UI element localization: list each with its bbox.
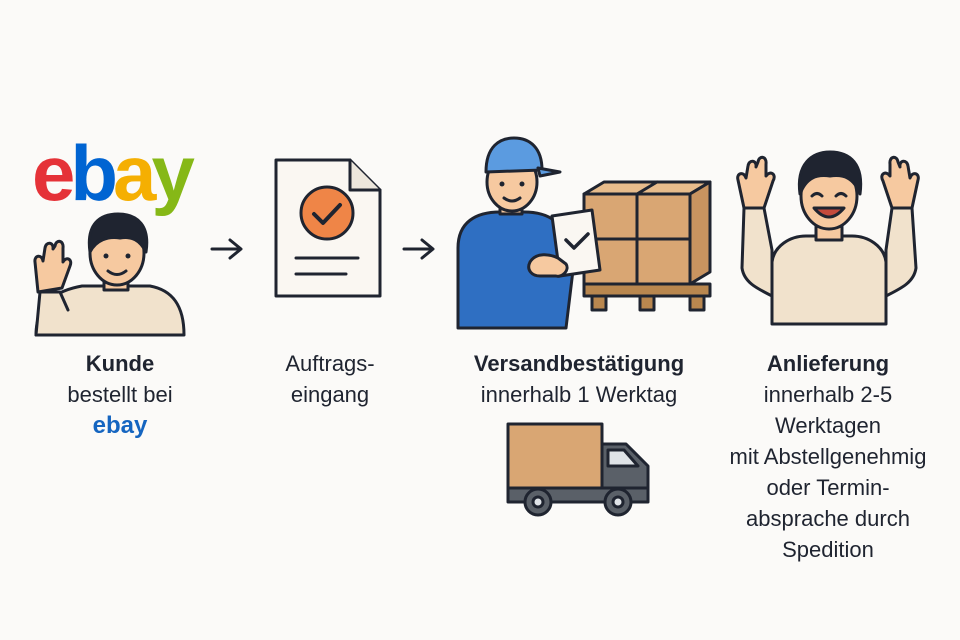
ebay-brand-text: ebay: [92, 412, 148, 439]
step-line: oder Termin-: [766, 475, 890, 500]
step-line: eingang: [290, 382, 370, 407]
arrow-right-icon: [402, 238, 435, 260]
delivery-truck-icon: [506, 422, 650, 517]
logo-letter-y: y: [151, 129, 194, 217]
step-line: innerhalb 2-5: [763, 382, 893, 407]
step-line: Spedition: [782, 537, 874, 562]
logo-letter-b: b: [70, 129, 118, 217]
step-label-anlieferung: Anlieferung innerhalb 2-5 Werktagen mit …: [706, 348, 950, 565]
step-line: Kunde: [85, 351, 155, 376]
step-line: Versandbestätigung: [473, 351, 685, 376]
happy-customer-icon: [736, 150, 920, 326]
logo-letter-e: e: [32, 129, 75, 217]
step-line: absprache durch: [746, 506, 910, 531]
step-label-kunde: Kunde bestellt bei ebay: [40, 348, 200, 441]
customer-waving-icon: [33, 212, 186, 337]
step-label-versand: Versandbestätigung innerhalb 1 Werktag: [444, 348, 714, 410]
ebay-logo: ebay: [32, 129, 195, 217]
arrow-right-icon: [210, 238, 243, 260]
step-line: Anlieferung: [766, 351, 890, 376]
logo-letter-a: a: [113, 129, 156, 217]
step-line: Auftrags-: [285, 351, 375, 376]
step-line: mit Abstellgenehmig: [729, 444, 927, 469]
step-line: Werktagen: [775, 413, 881, 438]
step-line: innerhalb 1 Werktag: [480, 382, 678, 407]
step-line: bestellt bei: [67, 382, 173, 407]
step-label-auftragseingang: Auftrags- eingang: [250, 348, 410, 410]
document-check-icon: [274, 158, 382, 298]
courier-pallet-icon: [456, 136, 712, 330]
